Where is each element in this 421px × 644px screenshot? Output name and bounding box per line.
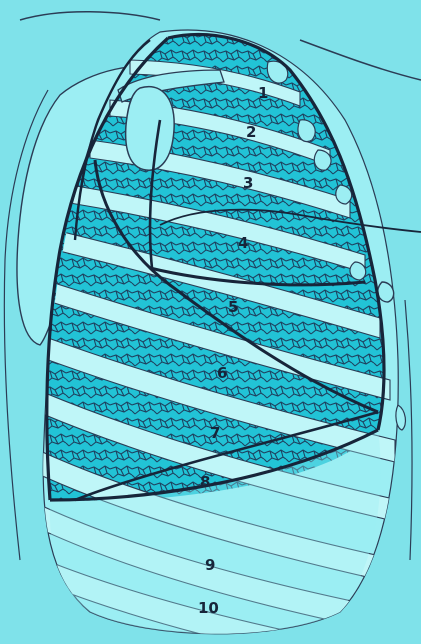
rib-label-5: 5: [228, 298, 238, 316]
rib-label-3: 3: [243, 174, 253, 192]
rib-label-6: 6: [217, 364, 227, 382]
rib-label-1: 1: [258, 84, 268, 102]
rib-label-10: 10: [198, 599, 219, 617]
humeral-head: [126, 87, 175, 171]
rib-label-2: 2: [246, 123, 256, 141]
rib-label-7: 7: [210, 424, 220, 442]
rib-label-9: 9: [205, 556, 215, 574]
rib-label-8: 8: [200, 473, 210, 491]
rib-label-4: 4: [238, 234, 248, 252]
